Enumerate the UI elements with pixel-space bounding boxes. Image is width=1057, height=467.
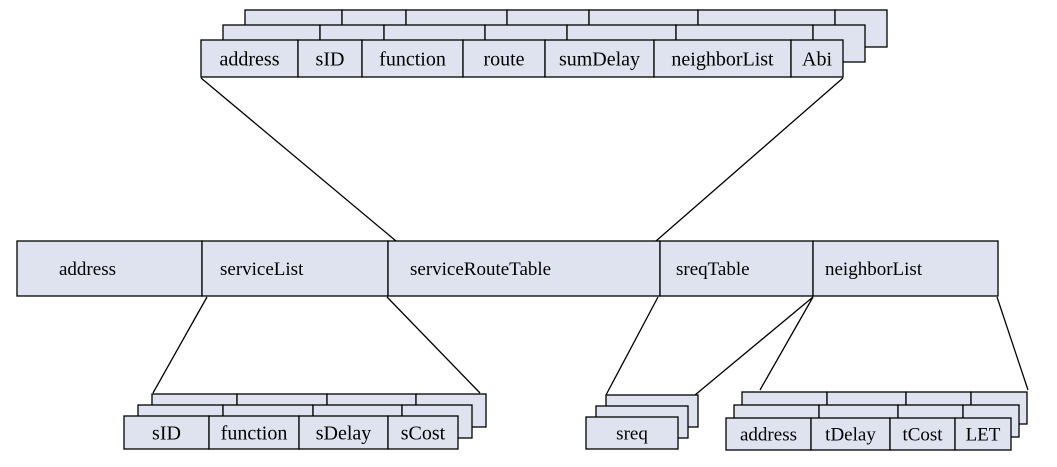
connector-service-list-left: [152, 296, 208, 394]
main-record: address serviceList serviceRouteTable sreqT…: [16, 240, 999, 297]
field-label: sID: [316, 48, 345, 70]
field-label: address: [740, 424, 797, 445]
neighbor-list-field: [954, 417, 1012, 451]
field-label: sID: [152, 422, 181, 444]
route-table-field: [297, 39, 363, 78]
sreq-table-stack: sreq: [585, 394, 699, 450]
stack-front-row: sID function sDelay sCost: [123, 415, 459, 450]
connector-neighbor-left: [759, 296, 814, 391]
field-label: sDelay: [316, 422, 372, 444]
field-label: sCost: [401, 422, 446, 444]
field-label: address: [59, 259, 116, 280]
field-label: function: [221, 422, 288, 444]
route-table-field: [462, 39, 546, 78]
connector-lines: [152, 77, 1029, 396]
field-label: LET: [966, 424, 1001, 445]
field-label: serviceList: [220, 259, 304, 280]
main-record-field: [16, 240, 203, 297]
connector-sreq-right: [694, 296, 814, 396]
neighbor-list-field: [810, 417, 891, 451]
service-list-field: [208, 415, 300, 450]
stack-front-row: address sID function route sumDelay neighborL…: [200, 39, 844, 78]
field-label: address: [220, 48, 280, 70]
connector-neighbor-right: [996, 296, 1029, 391]
field-label: Abi: [802, 48, 832, 70]
main-record-field: [659, 240, 814, 297]
field-label: serviceRouteTable: [410, 259, 551, 280]
connector-route-table-right: [655, 77, 844, 242]
service-list-stack: sID function sDelay sCost: [123, 393, 487, 450]
field-label: sreqTable: [676, 259, 750, 280]
route-table-field: [790, 39, 844, 78]
route-table-field: [544, 39, 655, 78]
stack-front-row: sreq: [585, 416, 679, 450]
service-list-field: [387, 415, 459, 450]
service-list-field: [123, 415, 210, 450]
field-label: neighborList: [825, 259, 923, 280]
field-label: route: [483, 48, 524, 70]
connector-service-list-right: [386, 296, 481, 394]
connector-sreq-left: [605, 296, 659, 396]
main-record-field: [201, 240, 389, 297]
field-label: sumDelay: [559, 48, 640, 70]
main-record-field: [812, 240, 999, 297]
route-table-field: [653, 39, 792, 78]
field-label: neighborList: [671, 48, 774, 70]
sreq-field: [585, 416, 679, 450]
field-label: tCost: [902, 424, 943, 445]
neighbor-list-stack: address tDelay tCost LET: [725, 391, 1028, 451]
field-label: sreq: [616, 423, 648, 444]
service-list-field: [298, 415, 389, 450]
route-table-field: [361, 39, 464, 78]
service-route-table-stack: address sID function route sumDelay neighborL…: [200, 9, 888, 78]
main-record-row: address serviceList serviceRouteTable sreqT…: [16, 240, 999, 297]
connector-route-table-left: [200, 77, 397, 242]
field-label: function: [379, 48, 446, 70]
neighbor-list-field: [725, 417, 812, 451]
field-label: tDelay: [825, 424, 876, 445]
stack-front-row: address tDelay tCost LET: [725, 417, 1012, 451]
